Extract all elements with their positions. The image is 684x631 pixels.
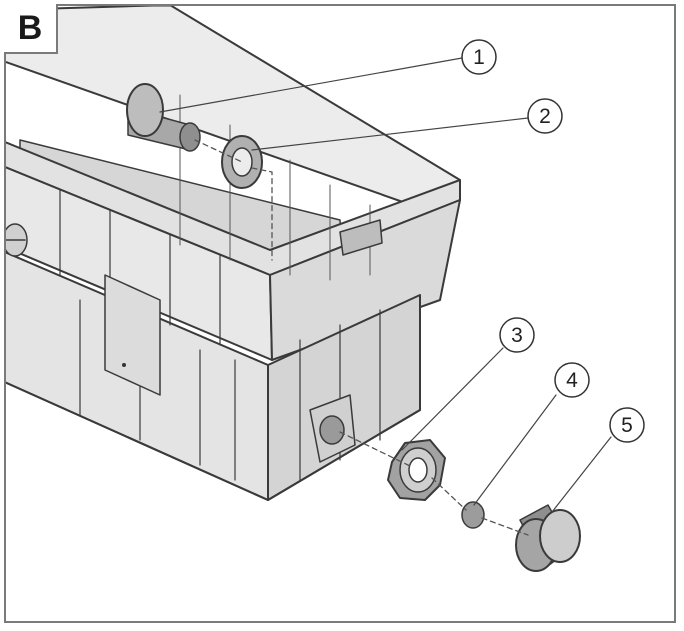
svg-text:2: 2 — [539, 105, 551, 128]
callout-5: 5 — [609, 407, 645, 443]
part-2-washer — [221, 135, 263, 189]
part-5-blanking-plug — [515, 504, 581, 572]
svg-text:5: 5 — [621, 414, 633, 437]
callout-3: 3 — [499, 317, 535, 353]
part-3-hex-nut — [387, 439, 446, 501]
assembly-axis-lines — [194, 139, 529, 536]
panel-label: B — [4, 4, 58, 54]
housing-box — [6, 6, 461, 501]
callout-4: 4 — [554, 362, 590, 398]
svg-text:1: 1 — [473, 46, 485, 69]
part-4-seal-disc — [461, 501, 485, 529]
part-1-sleeve — [126, 83, 201, 152]
callout-1: 1 — [461, 39, 497, 75]
callout-2: 2 — [527, 98, 563, 134]
cable-entry-boss — [309, 394, 356, 463]
leader-lines — [159, 57, 612, 513]
svg-text:3: 3 — [511, 324, 523, 347]
svg-text:4: 4 — [566, 369, 578, 392]
